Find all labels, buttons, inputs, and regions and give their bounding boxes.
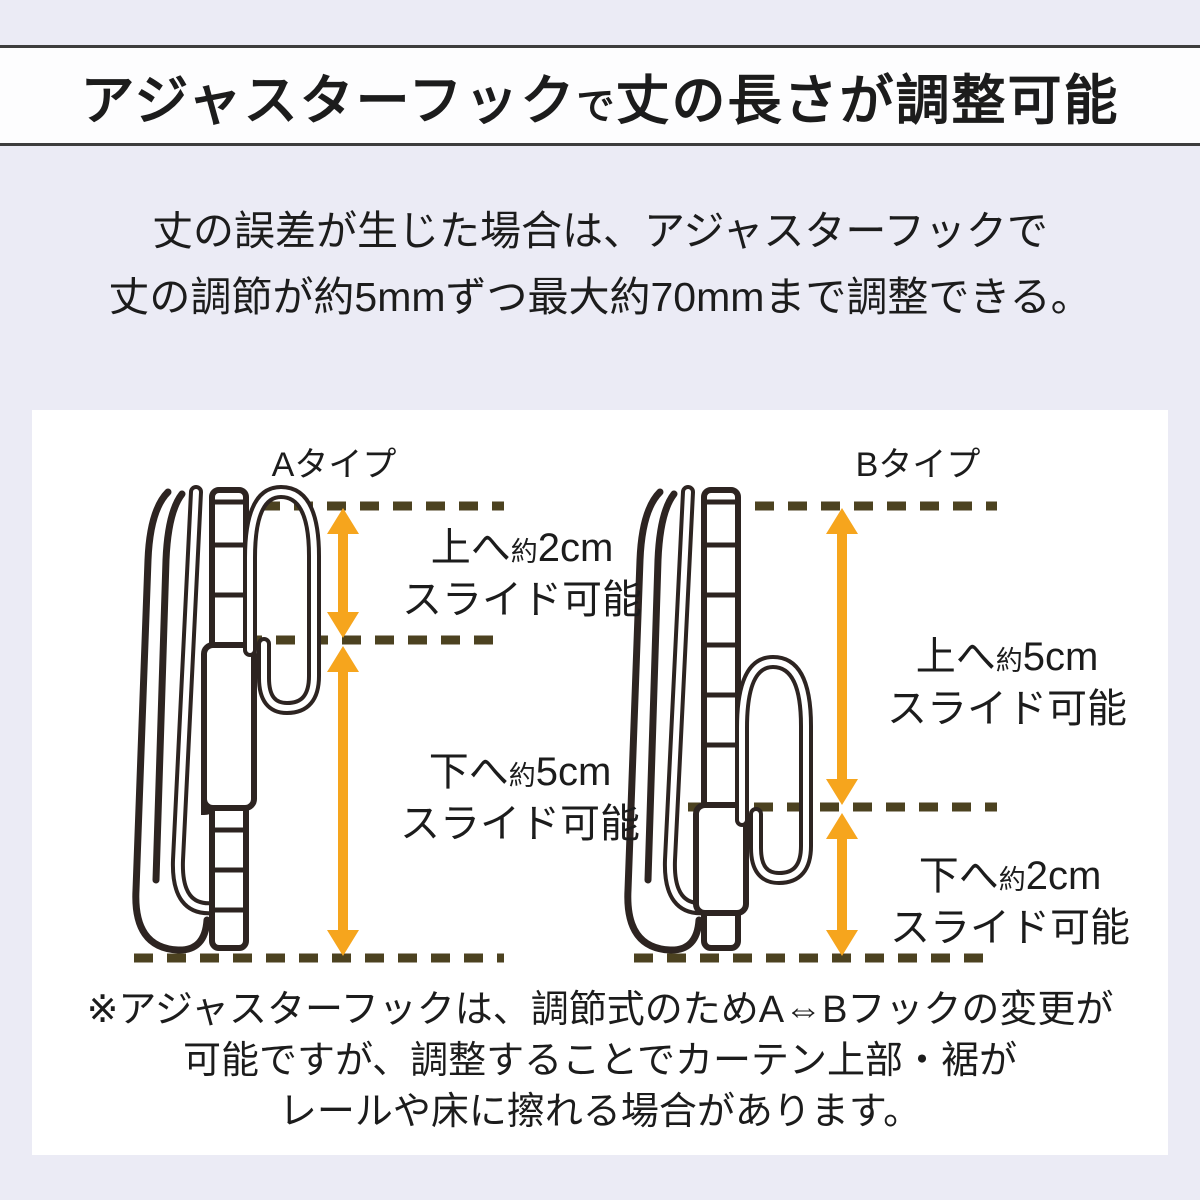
- label-a-down-line2: スライド可能: [400, 802, 640, 846]
- footnote-line-3: レールや床に擦れる場合があります。: [278, 1091, 922, 1133]
- label-b-up: 上へ約5cm スライド可能: [847, 633, 1167, 733]
- page-title-rest: 丈の長さが調整可能: [615, 71, 1120, 131]
- hook-illustration-type-a: [132, 484, 321, 954]
- intro-line-1: 丈の誤差が生じた場合は、アジャスターフックで: [152, 208, 1048, 254]
- label-b-up-line2: スライド可能: [887, 687, 1127, 731]
- footnote-line-2: 可能ですが、調整することでカーテン上部・裾が: [182, 1040, 1018, 1082]
- page-title-particle: で: [576, 86, 616, 128]
- page-title-main: アジャスターフック: [80, 71, 577, 131]
- type-a-label: Aタイプ: [271, 446, 397, 484]
- type-b-label: Bタイプ: [855, 446, 981, 484]
- label-b-down-line2: スライド可能: [890, 906, 1130, 950]
- slider-box-b: [693, 802, 749, 916]
- measure-arrows: [327, 508, 858, 956]
- label-b-down: 下へ約2cm スライド可能: [850, 852, 1170, 952]
- label-b-down-line1: 下へ約2cm: [918, 854, 1102, 898]
- slider-box-a: [201, 642, 257, 811]
- label-b-up-line1: 上へ約5cm: [915, 635, 1099, 679]
- header-band: アジャスターフックで丈の長さが調整可能: [0, 45, 1200, 146]
- intro-text: 丈の誤差が生じた場合は、アジャスターフックで 丈の調節が約5mmずつ最大約70m…: [0, 198, 1200, 330]
- hook-illustration-type-b: [624, 485, 813, 954]
- footnote-line-1: ※アジャスターフックは、調節式のためA⇔Bフックの変更が: [86, 989, 1114, 1031]
- intro-line-2: 丈の調節が約5mmずつ最大約70mmまで調整できる。: [108, 274, 1092, 320]
- label-a-down-line1: 下へ約5cm: [428, 750, 612, 794]
- hook-diagram: [132, 484, 997, 963]
- label-a-up-line1: 上へ約2cm: [430, 526, 614, 570]
- diagram-panel: Aタイプ Bタイプ 上へ約2cm スライド可能 下へ約5cm スライド可能 上へ…: [32, 410, 1168, 1155]
- page-title: アジャスターフックで丈の長さが調整可能: [81, 56, 1120, 135]
- label-a-up-line2: スライド可能: [402, 578, 642, 622]
- footnote: ※アジャスターフックは、調節式のためA⇔Bフックの変更が 可能ですが、調整するこ…: [32, 985, 1168, 1138]
- label-a-down: 下へ約5cm スライド可能: [360, 748, 680, 848]
- label-a-up: 上へ約2cm スライド可能: [362, 524, 682, 624]
